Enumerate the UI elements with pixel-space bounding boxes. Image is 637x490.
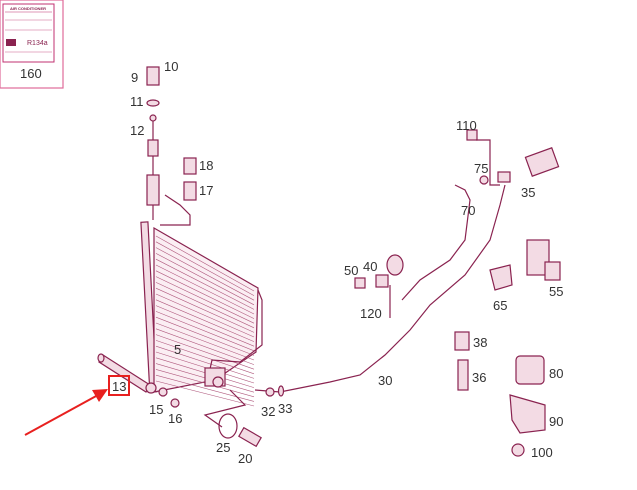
condenser-fin bbox=[155, 328, 255, 365]
callout-36[interactable]: 36 bbox=[472, 370, 486, 385]
condenser-fin bbox=[155, 305, 255, 347]
callout-75[interactable]: 75 bbox=[474, 161, 488, 176]
callout-160[interactable]: 160 bbox=[20, 66, 42, 81]
condenser-fin bbox=[155, 340, 255, 375]
condenser-fin bbox=[155, 311, 255, 352]
callout-11[interactable]: 11 bbox=[130, 94, 144, 109]
condenser-fin bbox=[155, 241, 255, 296]
callout-70[interactable]: 70 bbox=[461, 203, 475, 218]
condenser-fin bbox=[155, 345, 255, 379]
callout-10[interactable]: 10 bbox=[164, 59, 178, 74]
callout-17[interactable]: 17 bbox=[199, 183, 213, 198]
callout-40[interactable]: 40 bbox=[363, 259, 377, 274]
callout-65[interactable]: 65 bbox=[493, 298, 507, 313]
callout-33[interactable]: 33 bbox=[278, 401, 292, 416]
callout-50[interactable]: 50 bbox=[344, 263, 358, 278]
condenser[interactable] bbox=[140, 221, 263, 407]
callout-5[interactable]: 5 bbox=[174, 342, 181, 357]
condenser-fin bbox=[155, 316, 255, 356]
condenser-fin bbox=[155, 264, 255, 315]
condenser-fin bbox=[155, 334, 255, 370]
callout-55[interactable]: 55 bbox=[549, 284, 563, 299]
condenser-fin bbox=[155, 380, 255, 407]
label-plate[interactable]: AIR CONDITIONER R134a 160 bbox=[0, 0, 64, 89]
condenser-fin bbox=[155, 293, 255, 338]
callout-12[interactable]: 12 bbox=[130, 123, 144, 138]
condenser-fin bbox=[155, 322, 255, 361]
condenser-fin bbox=[155, 299, 255, 342]
condenser-fin bbox=[155, 276, 255, 324]
condenser-fin bbox=[155, 282, 255, 329]
callout-32[interactable]: 32 bbox=[261, 404, 275, 419]
callout-25[interactable]: 25 bbox=[216, 440, 230, 455]
receiver-drier[interactable] bbox=[97, 353, 180, 408]
pressure-line[interactable] bbox=[146, 66, 197, 226]
callout-80[interactable]: 80 bbox=[549, 366, 563, 381]
condenser-fin bbox=[155, 253, 255, 306]
callout-9[interactable]: 9 bbox=[131, 70, 138, 85]
callout-20[interactable]: 20 bbox=[238, 451, 252, 466]
callout-120[interactable]: 120 bbox=[360, 306, 382, 321]
callouts: 9 10 11 12 18 17 5 13 15 16 25 20 32 33 … bbox=[108, 59, 563, 466]
callout-100[interactable]: 100 bbox=[531, 445, 553, 460]
condenser-fin bbox=[155, 270, 255, 319]
condenser-fin bbox=[155, 235, 255, 292]
plate-refrigerant: R134a bbox=[27, 40, 48, 47]
callout-15[interactable]: 15 bbox=[149, 402, 163, 417]
callout-16[interactable]: 16 bbox=[168, 411, 182, 426]
refrigerant-hoses[interactable] bbox=[203, 129, 561, 457]
callout-38[interactable]: 38 bbox=[473, 335, 487, 350]
callout-13[interactable]: 13 bbox=[112, 379, 126, 394]
callout-18[interactable]: 18 bbox=[199, 158, 213, 173]
callout-35[interactable]: 35 bbox=[521, 185, 535, 200]
condenser-fin bbox=[155, 258, 255, 310]
condenser-fin bbox=[155, 247, 255, 301]
highlight-arrow-icon bbox=[24, 389, 108, 436]
highlight-box bbox=[108, 375, 130, 396]
plate-heading: AIR CONDITIONER bbox=[10, 6, 46, 11]
callout-90[interactable]: 90 bbox=[549, 414, 563, 429]
condenser-fin bbox=[155, 287, 255, 333]
callout-110[interactable]: 110 bbox=[456, 118, 477, 133]
callout-30[interactable]: 30 bbox=[378, 373, 392, 388]
